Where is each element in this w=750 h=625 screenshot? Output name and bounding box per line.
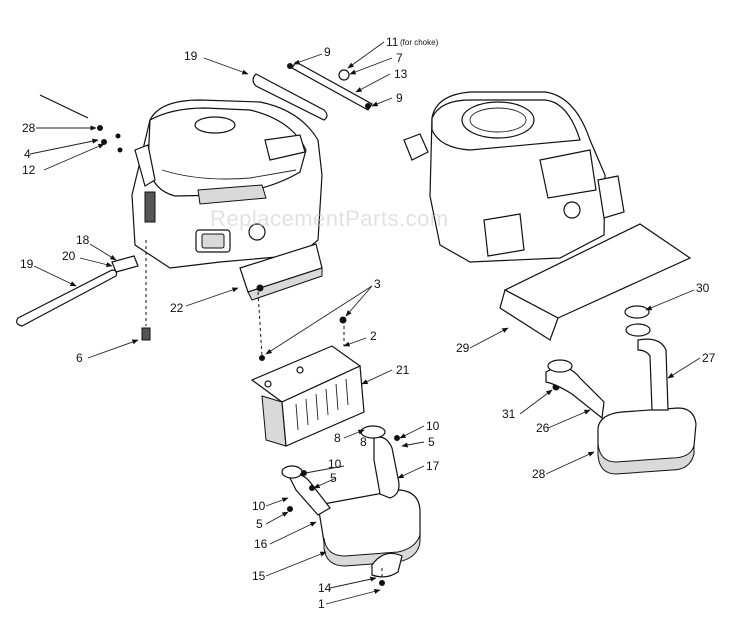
callout-5c: 5: [256, 517, 263, 531]
callout-29: 29: [456, 341, 470, 355]
callout-3: 3: [374, 277, 381, 291]
tubes: [16, 61, 373, 327]
callout-15: 15: [252, 569, 266, 583]
hardware: [39, 63, 560, 586]
callout-19: 19: [20, 257, 34, 271]
callout-30: 30: [696, 281, 710, 295]
part-22-shield: [239, 243, 323, 301]
callout-1: 1: [318, 597, 325, 611]
callout-7: 7: [396, 51, 403, 65]
callout-17: 17: [426, 459, 440, 473]
left-engine: [131, 99, 323, 269]
callout-8b: 8: [360, 435, 367, 449]
callout-14: 14: [318, 581, 332, 595]
callout-6: 6: [76, 351, 83, 365]
callout-5b: 5: [428, 435, 435, 449]
callout-16: 16: [254, 537, 268, 551]
choke-note: (for choke): [400, 38, 439, 47]
callout-23: 19: [184, 49, 198, 63]
callout-2: 2: [370, 329, 377, 343]
callout-10a: 10: [328, 457, 342, 471]
watermark: ReplacementParts.com: [210, 206, 449, 231]
callout-26: 26: [536, 421, 550, 435]
part-14-flange: [371, 552, 403, 578]
left-muffler: [281, 425, 421, 567]
part-21-heat-shield: [250, 345, 365, 447]
callout-21: 21: [396, 363, 410, 377]
guide-lines: [145, 240, 383, 586]
part-29-shield: [499, 223, 692, 341]
callout-20: 20: [62, 249, 76, 263]
callout-28: 28: [532, 467, 546, 481]
right-muffler: [545, 305, 697, 475]
callout-24: 28: [22, 121, 36, 135]
callout-31: 31: [502, 407, 516, 421]
callout-13: 13: [394, 67, 408, 81]
callout-8a: 8: [334, 431, 341, 445]
callout-11: 11: [386, 35, 399, 49]
callout-27: 27: [702, 351, 716, 365]
right-engine: [403, 91, 625, 263]
callout-4: 4: [24, 147, 31, 161]
callout-10c: 10: [252, 499, 266, 513]
callout-leaders: [29, 41, 701, 605]
callout-18: 18: [76, 233, 90, 247]
callout-12: 12: [22, 163, 36, 177]
callout-10b: 10: [426, 419, 440, 433]
callout-9b: 9: [396, 91, 403, 105]
callout-22: 22: [170, 301, 184, 315]
callout-9a: 9: [324, 45, 331, 59]
callout-5a: 5: [330, 471, 337, 485]
callout-labels: 28 4 12 19 9 11 (for choke) 7 13 9 18 20…: [20, 35, 716, 611]
